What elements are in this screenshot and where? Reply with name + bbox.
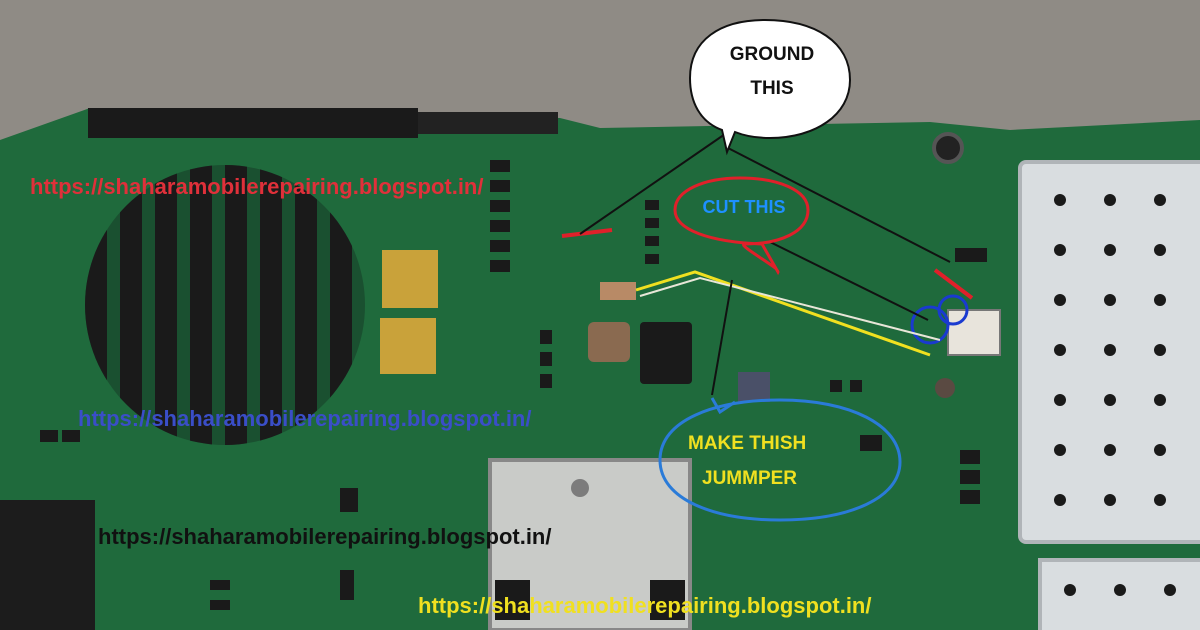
- cut-label: CUT THIS: [702, 197, 786, 217]
- cut-mark: [933, 268, 974, 300]
- flex-connector: [947, 309, 1001, 356]
- watermark-url: https://shaharamobilerepairing.blogspot.…: [98, 524, 552, 549]
- ground-label-line2: THIS: [750, 78, 794, 99]
- ground-speech-bubble: [688, 18, 852, 156]
- smd-components: [40, 160, 987, 610]
- watermark-url: https://shaharamobilerepairing.blogspot.…: [418, 593, 872, 618]
- jumper-wire: [635, 270, 931, 357]
- marker-circle: [910, 305, 950, 345]
- cut-callout-line: [769, 241, 929, 321]
- inductor-chip: [640, 322, 692, 384]
- gold-contact-pad: [380, 318, 436, 374]
- ground-label-line1: GROUND: [729, 44, 815, 65]
- gold-contact-pad: [382, 250, 438, 308]
- jumper-callout-line: [711, 279, 733, 396]
- ground-callout-line: [727, 147, 951, 263]
- ground-mark: [561, 228, 613, 238]
- cut-speech-bubble: [673, 176, 810, 276]
- ground-callout-line: [579, 131, 729, 235]
- screw-hole: [932, 132, 964, 164]
- jumper-label-line2: JUMMPER: [702, 468, 798, 489]
- jumper-speech-bubble: [658, 397, 902, 522]
- jumper-label-line1: MAKE THISH: [688, 433, 807, 454]
- pcb-top-strip: [88, 108, 418, 138]
- shield-holes: [1054, 194, 1176, 596]
- watermark-url: https://shaharamobilerepairing.blogspot.…: [78, 406, 532, 431]
- marker-circle: [937, 294, 969, 326]
- watermark-url: https://shaharamobilerepairing.blogspot.…: [30, 174, 484, 199]
- jumper-wire-white: [639, 276, 941, 341]
- board-connector: [0, 500, 95, 630]
